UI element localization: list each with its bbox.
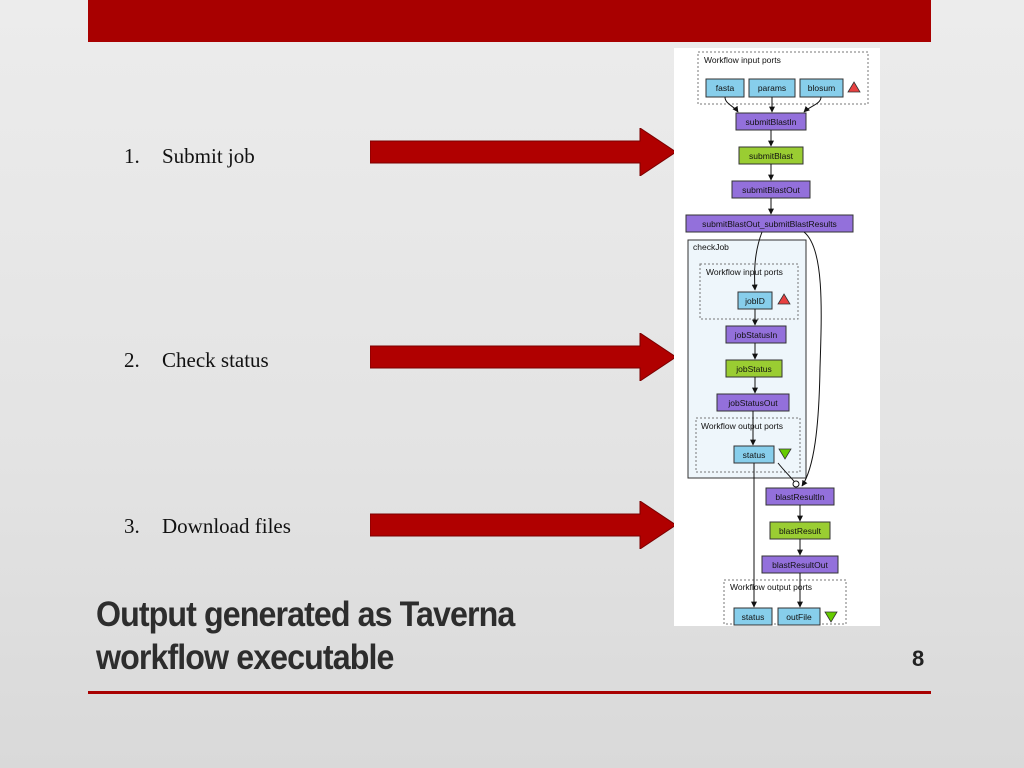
service-submitBlastOut-label: submitBlastOut — [742, 185, 800, 195]
taverna-workflow-diagram: Workflow input ports fasta params blosum… — [674, 48, 880, 626]
checkJob-input-ports-group — [699, 263, 799, 320]
service-blastResultIn-label: blastResultIn — [775, 492, 824, 502]
output-port-outFile — [777, 607, 821, 626]
step-label: Submit job — [162, 144, 255, 168]
service-submitBlastIn-label: submitBlastIn — [745, 117, 796, 127]
step-label: Check status — [162, 348, 269, 372]
step-submit-job: 1. Submit job — [124, 144, 255, 169]
arrow-right-icon — [370, 128, 676, 176]
service-blastResultOut-label: blastResultOut — [772, 560, 828, 570]
workflow-output-ports-label: Workflow output ports — [730, 582, 812, 592]
output-port-status — [733, 607, 773, 626]
port-status-label: status — [743, 450, 766, 460]
processor-submitBlast-label: submitBlast — [749, 151, 794, 161]
input-port-fasta-label: fasta — [716, 83, 735, 93]
step-download-files: 3. Download files — [124, 514, 291, 539]
checkJob-label: checkJob — [693, 242, 729, 252]
checkJob-output-ports-group — [695, 417, 801, 473]
input-port-blosum-label: blosum — [808, 83, 835, 93]
step-number: 3. — [124, 514, 140, 538]
checkJob-group — [687, 239, 807, 479]
service-submitBlastResults-label: submitBlastOut_submitBlastResults — [702, 219, 837, 229]
port-jobID-label: jobID — [744, 296, 765, 306]
step-check-status: 2. Check status — [124, 348, 269, 373]
step-number: 2. — [124, 348, 140, 372]
checkJob-input-ports-label: Workflow input ports — [706, 267, 783, 277]
output-port-outFile-label: outFile — [786, 612, 812, 622]
input-port-params-label: params — [758, 83, 786, 93]
service-jobStatusOut-label: jobStatusOut — [727, 398, 778, 408]
merge-node — [792, 480, 800, 488]
step-number: 1. — [124, 144, 140, 168]
workflow-input-ports-group — [697, 51, 869, 105]
step-label: Download files — [162, 514, 291, 538]
service-jobStatusIn-label: jobStatusIn — [734, 330, 778, 340]
header-bar — [88, 0, 931, 42]
input-marker-triangle-icon — [847, 81, 861, 93]
processor-jobStatus — [725, 359, 783, 378]
slide-title-line2: workflow executable — [96, 638, 394, 677]
output-marker-triangle-icon — [778, 448, 792, 460]
workflow-output-ports-group — [723, 579, 847, 625]
slide-title: Output generated as Taverna workflow exe… — [96, 593, 611, 679]
footer-line — [88, 691, 931, 694]
service-submitBlastResults — [685, 214, 854, 233]
service-jobStatusIn — [725, 325, 787, 344]
arrow-right-icon — [370, 333, 676, 381]
workflow-input-ports-label: Workflow input ports — [704, 55, 781, 65]
output-marker-triangle-icon — [824, 611, 838, 623]
slide-title-line1: Output generated as Taverna — [96, 595, 515, 634]
processor-jobStatus-label: jobStatus — [735, 364, 771, 374]
processor-blastResult-label: blastResult — [779, 526, 822, 536]
output-port-status-label: status — [742, 612, 765, 622]
page-number: 8 — [912, 646, 925, 671]
input-marker-triangle-icon — [777, 293, 791, 305]
checkJob-output-ports-label: Workflow output ports — [701, 421, 783, 431]
arrow-right-icon — [370, 501, 676, 549]
